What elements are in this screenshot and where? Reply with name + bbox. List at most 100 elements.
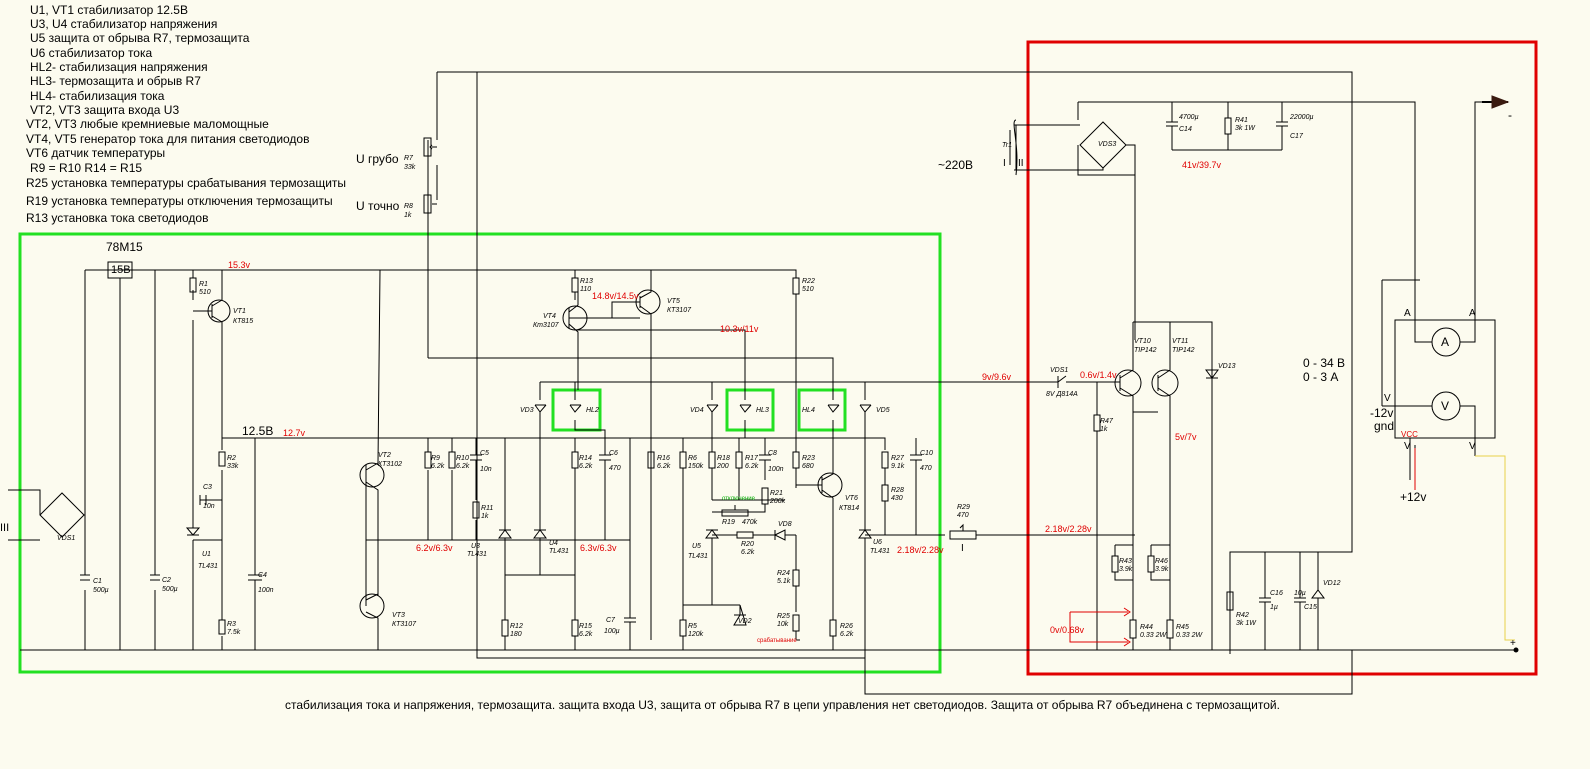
c8-label: C8 xyxy=(768,450,777,457)
u3-label: U3 xyxy=(471,543,480,550)
r21-label: R21 xyxy=(770,490,783,497)
regulator-box: 15В xyxy=(111,264,131,276)
note-4: U6 стабилизатор тока xyxy=(30,46,153,60)
r24-value: 5.1k xyxy=(777,578,791,585)
c14-value: 4700µ xyxy=(1179,114,1199,121)
vt1-type: КТ815 xyxy=(233,318,254,325)
meter-v-left: V xyxy=(1384,393,1391,404)
r47-value: 1k xyxy=(1100,426,1108,433)
note-2: U3, U4 стабилизатор напряжения xyxy=(30,17,218,31)
c17-label: C17 xyxy=(1290,133,1303,140)
hl4-label: HL4 xyxy=(802,407,815,414)
r10-value: 6.2k xyxy=(456,463,470,470)
supply-pos-12v: +12v xyxy=(1400,490,1427,504)
meter-v-bottom-left: V xyxy=(1404,441,1411,452)
c10-label: C10 xyxy=(920,450,933,457)
r8-value: 1k xyxy=(404,212,412,219)
c10-value: 470 xyxy=(920,465,932,472)
meter-v-bottom-right: V xyxy=(1469,441,1476,452)
voltmeter-symbol: V xyxy=(1441,399,1450,413)
r23-value: 680 xyxy=(802,463,814,470)
r41-label: R41 xyxy=(1235,117,1248,124)
vt5-type: КТ3107 xyxy=(667,307,691,314)
reading-6v3: 6.3v/6.3v xyxy=(580,543,617,553)
hl4-highlight xyxy=(797,388,847,432)
r10-label: R10 xyxy=(456,455,469,462)
note-6: HL3- термозащита и обрыв R7 xyxy=(30,74,201,88)
r12-label: R12 xyxy=(510,623,523,630)
note-15: R13 установка тока светодиодов xyxy=(26,211,209,225)
mains-label: ~220В xyxy=(938,158,974,172)
r22-value: 510 xyxy=(802,286,814,293)
u-coarse-label: U грубо xyxy=(356,152,399,166)
r5-label: R5 xyxy=(688,623,697,630)
reading-15v3: 15.3v xyxy=(228,260,251,270)
c3-label: C3 xyxy=(203,484,212,491)
r47-label: R47 xyxy=(1100,418,1113,425)
vt5-label: VT5 xyxy=(667,298,680,305)
c4-value: 100n xyxy=(258,587,274,594)
r2-value: 33k xyxy=(227,463,239,470)
u1-type: TL431 xyxy=(198,563,218,570)
r12-value: 180 xyxy=(510,631,522,638)
vt1-label: VT1 xyxy=(233,308,246,315)
u6-type: TL431 xyxy=(870,548,890,555)
c14-label: C14 xyxy=(1179,126,1192,133)
c7-value: 100µ xyxy=(604,628,620,635)
u5-type: TL431 xyxy=(688,553,708,560)
note-1: U1, VT1 стабилизатор 12.5В xyxy=(30,3,188,17)
reading-2v18-u6: 2.18v/2.28v xyxy=(897,545,944,555)
r29-value: 470 xyxy=(957,512,969,519)
r14-label: R14 xyxy=(579,455,592,462)
meter-vcc: VCC xyxy=(1401,430,1418,439)
r44-label: R44 xyxy=(1140,624,1153,631)
r11-label: R11 xyxy=(481,505,494,512)
reading-9v: 9v/9.6v xyxy=(982,372,1012,382)
r25-label: R25 xyxy=(777,613,790,620)
r25-value: 10k xyxy=(777,621,789,628)
power-section-frame xyxy=(1026,40,1538,676)
r21-value: 200k xyxy=(770,498,786,505)
u3-type: TL431 xyxy=(467,551,487,558)
schematic-caption: стабилизация тока и напряжения, термозащ… xyxy=(285,698,1280,712)
u5-label: U5 xyxy=(692,543,701,550)
c15-value: 10µ xyxy=(1294,590,1306,597)
r24-label: R24 xyxy=(777,570,790,577)
r13-value: 110 xyxy=(580,286,592,293)
reading-10v3: 10.3v/11v xyxy=(720,324,759,334)
r19-off-label: отключение xyxy=(722,496,755,502)
vt4-label: VT4 xyxy=(543,313,556,320)
c17-value: 22000µ xyxy=(1290,114,1314,121)
vd2-label: VD2 xyxy=(738,618,752,625)
c16-value: 1µ xyxy=(1270,604,1278,611)
rail-12v5-label: 12.5В xyxy=(242,424,274,438)
r1-value: 510 xyxy=(199,289,211,296)
vt2-label: VT2 xyxy=(378,452,391,459)
output-plus: + xyxy=(1510,638,1516,649)
note-13: R25 установка температуры срабатывания т… xyxy=(26,176,347,190)
r45-value: 0.33 2W xyxy=(1176,632,1203,639)
reading-41v: 41v/39.7v xyxy=(1182,160,1222,170)
vd12-label: VD12 xyxy=(1323,580,1341,587)
r23-label: R23 xyxy=(802,455,815,462)
zener-type: 8V Д814А xyxy=(1046,391,1078,398)
note-7: HL4- стабилизация тока xyxy=(30,89,165,103)
vt3-type: КТ3107 xyxy=(392,621,416,628)
r28-label: R28 xyxy=(891,487,904,494)
c6-value: 470 xyxy=(609,465,621,472)
r19-label: R19 xyxy=(722,519,735,526)
r42-label: R42 xyxy=(1236,612,1249,619)
meter-a-right: A xyxy=(1469,308,1476,319)
range-current: 0 - 3 А xyxy=(1303,370,1339,384)
vd4-label: VD4 xyxy=(690,407,704,414)
output-minus: - xyxy=(1508,108,1512,122)
reading-2v18-bus: 2.18v/2.28v xyxy=(1045,524,1092,534)
c15-label: C15 xyxy=(1304,604,1317,611)
tr1-secondary: II xyxy=(1018,158,1024,169)
r19-value: 470k xyxy=(742,519,758,526)
u4-label: U4 xyxy=(549,540,558,547)
r7-label: R7 xyxy=(404,155,413,162)
meter-gnd: gnd xyxy=(1374,419,1395,433)
